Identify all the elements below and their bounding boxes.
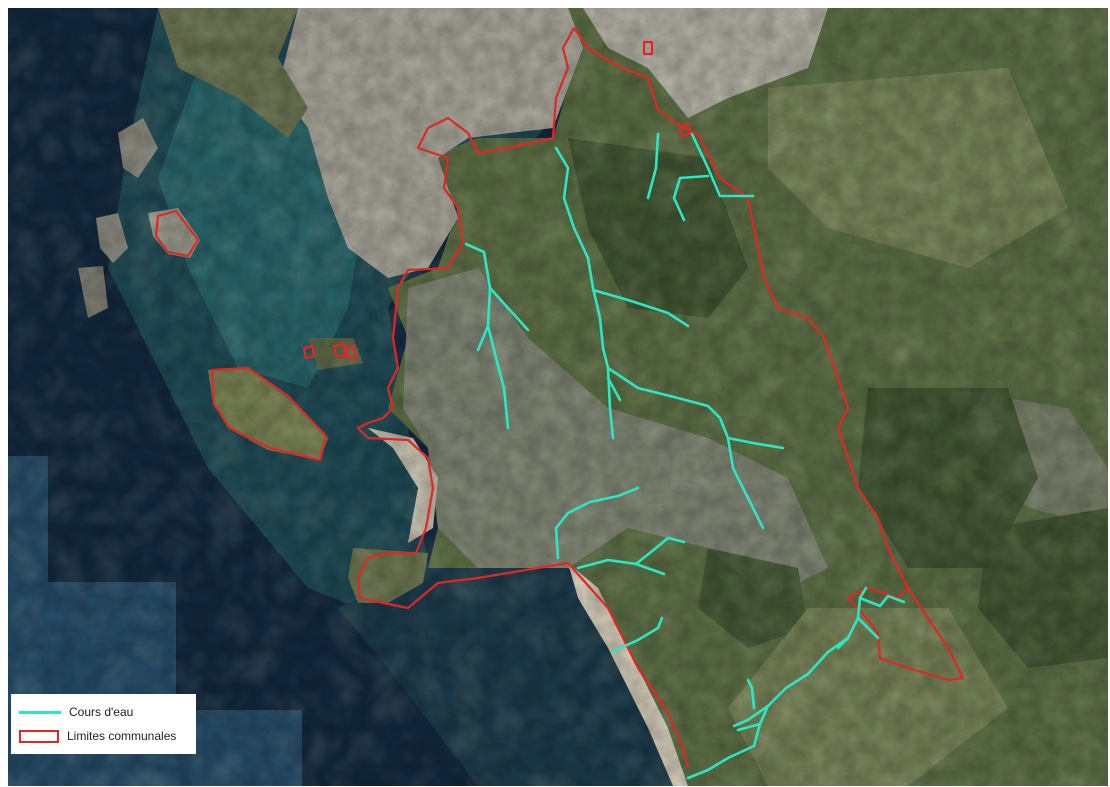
legend-item-boundaries: Limites communales [19, 724, 188, 748]
boundary-islet [642, 40, 654, 56]
stream [554, 486, 640, 560]
stream [858, 594, 906, 608]
stream [746, 678, 756, 710]
legend-label: Limites communales [67, 729, 177, 743]
streams [464, 132, 906, 780]
boundary-islet [332, 342, 348, 358]
legend-label: Cours d'eau [69, 705, 134, 719]
boundary-coast [356, 27, 690, 769]
stream-line-swatch [19, 710, 61, 714]
stream [672, 174, 710, 222]
stream [576, 536, 686, 570]
stream [736, 722, 762, 732]
map-canvas[interactable] [8, 8, 1108, 786]
stream [690, 132, 755, 198]
boundary-box-swatch [19, 729, 59, 743]
stream [606, 376, 622, 402]
stream [646, 132, 660, 200]
stream [591, 288, 690, 328]
boundary-islet [302, 344, 316, 360]
map-legend: Cours d'eau Limites communales [11, 694, 196, 754]
boundary-island-large [210, 366, 328, 462]
stream [476, 324, 490, 352]
stream [732, 704, 770, 728]
map-frame[interactable] [8, 8, 1108, 786]
boundary-islet [678, 122, 692, 138]
stream [726, 436, 785, 450]
boundary-islet [344, 344, 358, 360]
legend-item-streams: Cours d'eau [19, 700, 188, 724]
stream [836, 636, 850, 650]
stream [634, 562, 666, 576]
boundary-island-small [154, 209, 200, 258]
stream [856, 616, 880, 640]
stream [488, 286, 530, 332]
stream [610, 616, 664, 654]
stream [606, 366, 765, 530]
terrain-noise [8, 8, 1108, 786]
commune-boundary [154, 27, 965, 769]
